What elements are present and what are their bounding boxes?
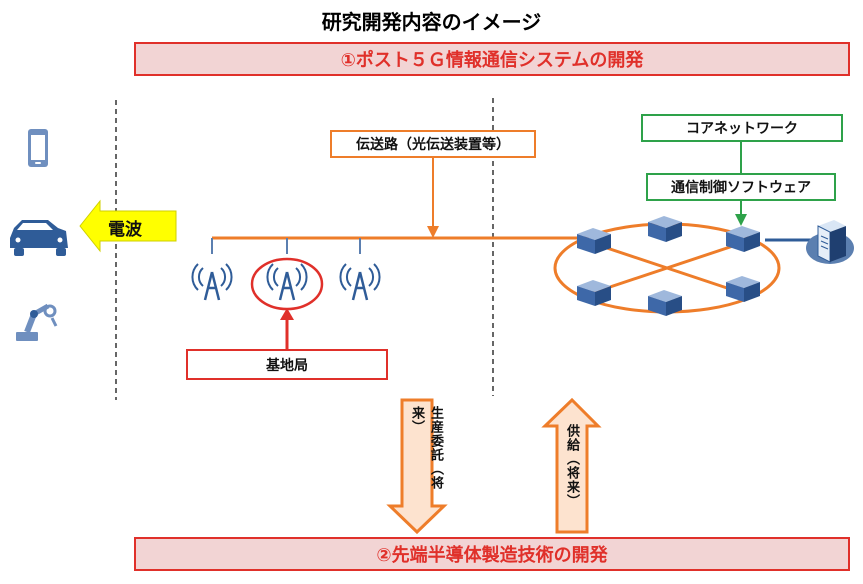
antenna-icon <box>191 263 233 301</box>
software-arrowhead <box>735 214 747 226</box>
car-icon <box>10 220 68 256</box>
transmission-path-label: 伝送路（光伝送装置等） <box>330 130 536 158</box>
server-icon <box>806 220 854 264</box>
router-icon <box>577 228 611 254</box>
post5g-development-banner: ①ポスト５Ｇ情報通信システムの開発 <box>134 42 850 76</box>
page-title: 研究開発内容のイメージ <box>321 10 542 34</box>
ring-cross-line-2 <box>591 241 743 295</box>
production-down-arrow <box>386 398 448 535</box>
semiconductor-development-banner: ②先端半導体製造技術の開発 <box>134 537 850 571</box>
core-network-label: コアネットワーク <box>641 114 843 142</box>
robot-arm-icon <box>16 303 58 341</box>
router-icon <box>648 216 682 242</box>
router-icon <box>726 226 760 252</box>
radio-wave-label: 電波 <box>108 220 142 240</box>
router-icon <box>648 290 682 316</box>
supply-label: 供給（将来） <box>564 424 579 508</box>
production-outsourcing-label: 生産委託（将来） <box>409 406 443 490</box>
smartphone-icon <box>28 129 48 167</box>
base-station-arrowhead <box>280 308 294 320</box>
antenna-icon <box>339 263 381 301</box>
supply-up-arrow <box>541 397 602 534</box>
base-station-label: 基地局 <box>186 349 388 380</box>
transmission-pointer-arrowhead <box>427 226 439 238</box>
control-software-label: 通信制御ソフトウェア <box>646 173 836 201</box>
router-icon <box>577 280 611 306</box>
radio-wave-arrow <box>79 199 177 253</box>
antenna-icon <box>266 263 308 301</box>
highlight-ellipse <box>250 257 324 311</box>
router-icon <box>726 276 760 302</box>
